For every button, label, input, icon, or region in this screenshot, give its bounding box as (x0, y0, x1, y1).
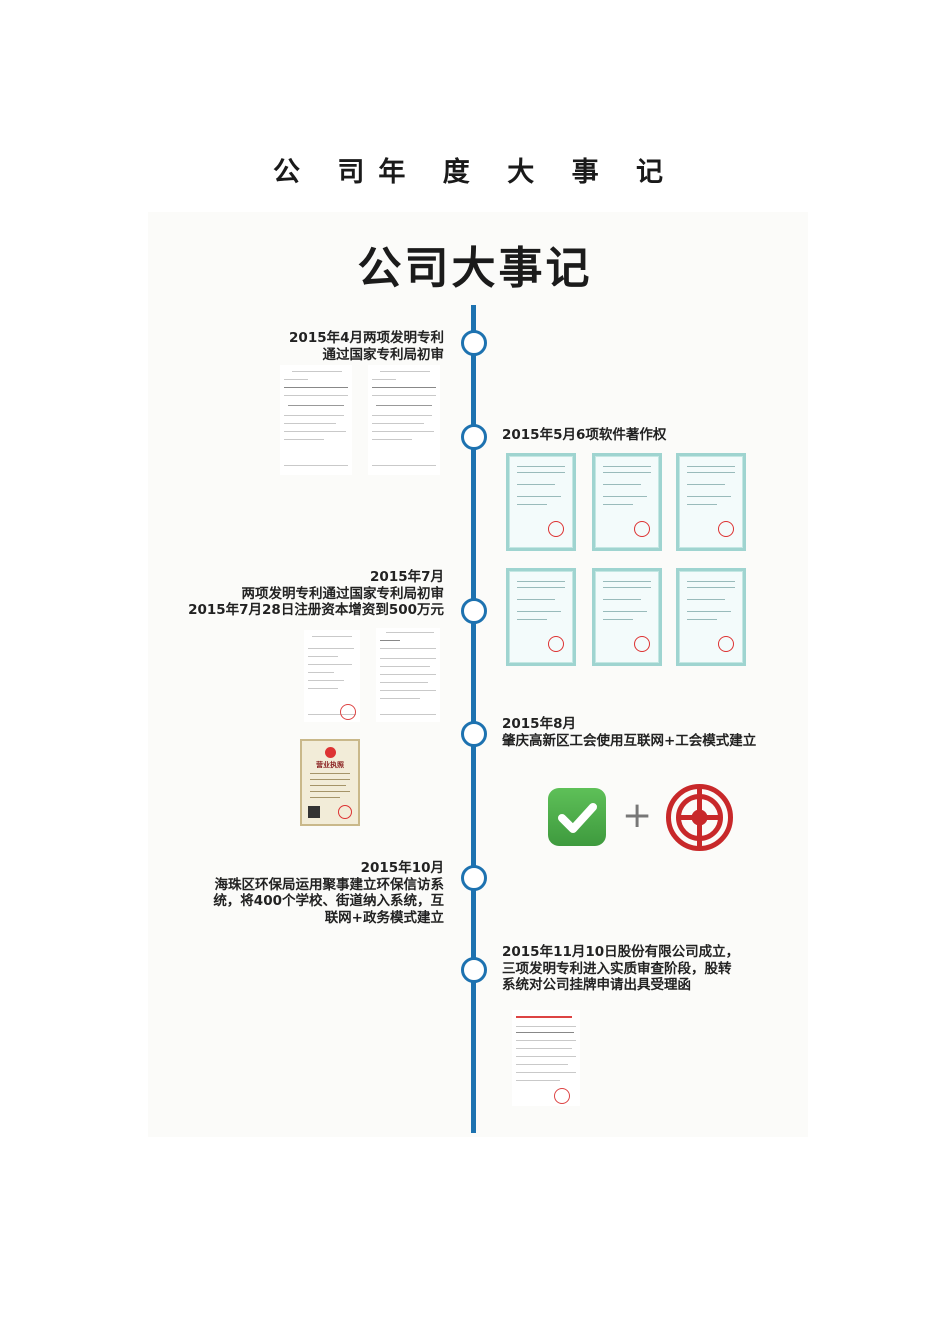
event-2015-05: 2015年5月6项软件著作权 (502, 427, 666, 444)
software-certificate-image (676, 453, 746, 551)
timeline-node-3 (461, 598, 487, 624)
event-line: 海珠区环保局运用聚事建立环保信访系 (214, 876, 445, 893)
patent-notice-image (368, 365, 440, 475)
check-app-icon (548, 788, 606, 846)
timeline-axis (471, 305, 476, 1133)
software-certificate-image (506, 568, 576, 666)
event-line: 两项发明专利通过国家专利局初审 (241, 585, 445, 602)
event-line: 系统对公司挂牌申请出具受理函 (502, 977, 691, 993)
timeline-node-1 (461, 330, 487, 356)
event-2015-04: 2015年4月两项发明专利 通过国家专利局初审 (289, 330, 444, 363)
event-line: 2015年4月两项发明专利 (289, 330, 444, 346)
software-certificate-image (592, 453, 662, 551)
software-certificate-image (676, 568, 746, 666)
trade-union-logo-icon (666, 784, 733, 851)
license-title: 营业执照 (316, 761, 344, 769)
national-emblem-icon (325, 747, 336, 758)
timeline-node-4 (461, 721, 487, 747)
patent-notice-image (280, 365, 352, 475)
event-2015-08: 2015年8月 肇庆高新区工会使用互联网+工会模式建立 (502, 716, 756, 749)
event-2015-07: 2015年7月 两项发明专利通过国家专利局初审 2015年7月28日注册资本增资… (188, 569, 444, 619)
event-line: 2015年11月10日股份有限公司成立， (502, 944, 740, 960)
software-certificate-image (592, 568, 662, 666)
event-2015-10: 2015年10月 海珠区环保局运用聚事建立环保信访系 统，将400个学校、街道纳… (213, 860, 444, 926)
event-line: 统，将400个学校、街道纳入系统，互 (213, 893, 444, 909)
patent-document-image (304, 630, 360, 722)
timeline-node-5 (461, 865, 487, 891)
event-line: 通过国家专利局初审 (322, 346, 445, 363)
timeline-node-2 (461, 424, 487, 450)
timeline-panel (148, 212, 808, 1137)
software-certificate-image (506, 453, 576, 551)
seal-icon (338, 805, 352, 819)
event-line: 2015年10月 (360, 860, 444, 876)
page-heading: 公 司年 度 大 事 记 (273, 157, 677, 188)
timeline-node-6 (461, 957, 487, 983)
event-2015-11: 2015年11月10日股份有限公司成立， 三项发明专利进入实质审查阶段，股转 系… (502, 944, 739, 994)
main-title: 公司大事记 (357, 243, 593, 294)
event-line: 2015年7月 (370, 569, 444, 585)
event-line: 2015年8月 (502, 716, 576, 732)
event-line: 联网+政务模式建立 (324, 909, 444, 926)
qr-code-icon (308, 806, 320, 818)
business-license-image: 营业执照 (300, 739, 360, 826)
plus-sign: + (622, 795, 653, 836)
listing-acceptance-letter-image (512, 1010, 580, 1106)
capital-increase-document-image (376, 628, 440, 722)
event-line: 肇庆高新区工会使用互联网+工会模式建立 (502, 732, 757, 749)
event-line: 2015年5月6项软件著作权 (502, 427, 667, 443)
event-line: 三项发明专利进入实质审查阶段，股转 (502, 960, 732, 977)
event-line: 2015年7月28日注册资本增资到500万元 (188, 602, 444, 618)
